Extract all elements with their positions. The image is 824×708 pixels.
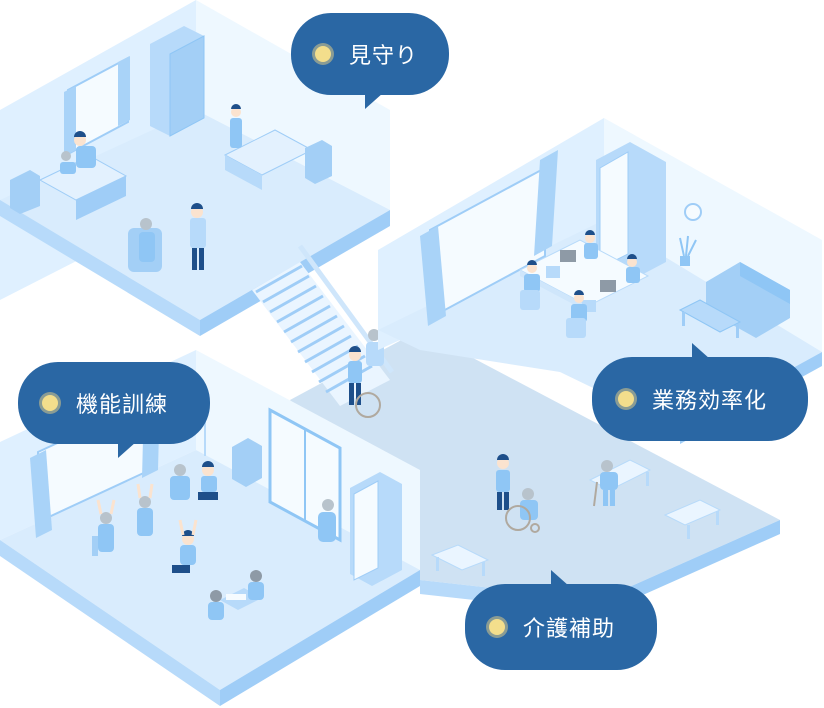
armchair-elderly-figure xyxy=(128,218,162,272)
office-worker-figure xyxy=(626,254,640,283)
bubble-tail xyxy=(551,570,569,586)
elderly-with-cane-figure xyxy=(593,460,618,507)
bench-icon xyxy=(430,544,490,576)
elderly-walking-figure xyxy=(318,499,336,542)
bubble-tail xyxy=(365,93,383,109)
bench-icon xyxy=(663,499,722,539)
exercising-figure xyxy=(136,483,154,536)
status-dot-icon xyxy=(618,391,634,407)
label-text: 介護補助 xyxy=(523,617,616,642)
coffee-table-icon xyxy=(678,299,742,338)
status-dot-icon xyxy=(42,395,58,411)
doctor-figure xyxy=(190,203,206,270)
label-care-assistance: 介護補助 xyxy=(465,570,657,670)
office-worker-figure xyxy=(584,230,598,259)
label-functional-training: 機能訓練 xyxy=(18,362,210,458)
bed-icon xyxy=(223,129,332,190)
office-worker-figure xyxy=(520,260,540,310)
clock-icon xyxy=(684,203,702,221)
plant-icon xyxy=(679,235,697,266)
bubble-tail xyxy=(118,442,136,458)
kneeling-staff-figure xyxy=(198,461,218,500)
training-room xyxy=(0,350,420,706)
nurse-figure xyxy=(230,104,242,148)
status-dot-icon xyxy=(315,46,331,62)
label-monitoring: 見守り xyxy=(291,13,449,109)
bed-icon xyxy=(10,155,128,220)
label-text: 業務効率化 xyxy=(652,389,768,414)
exercising-figure xyxy=(92,499,116,556)
label-work-efficiency: 業務効率化 xyxy=(592,343,808,441)
label-text: 機能訓練 xyxy=(76,393,169,418)
status-dot-icon xyxy=(489,619,505,635)
caregiver-wheelchair-figure xyxy=(496,454,540,533)
label-text: 見守り xyxy=(349,44,419,69)
office-worker-figure xyxy=(566,290,587,338)
caregiver-figure xyxy=(60,131,96,174)
board-game-table-icon xyxy=(208,570,264,620)
bedroom-room xyxy=(0,0,390,336)
staircase xyxy=(252,244,395,418)
bubble-tail xyxy=(692,343,710,359)
exercising-figure xyxy=(172,519,198,573)
seated-elderly-figure xyxy=(170,464,190,500)
